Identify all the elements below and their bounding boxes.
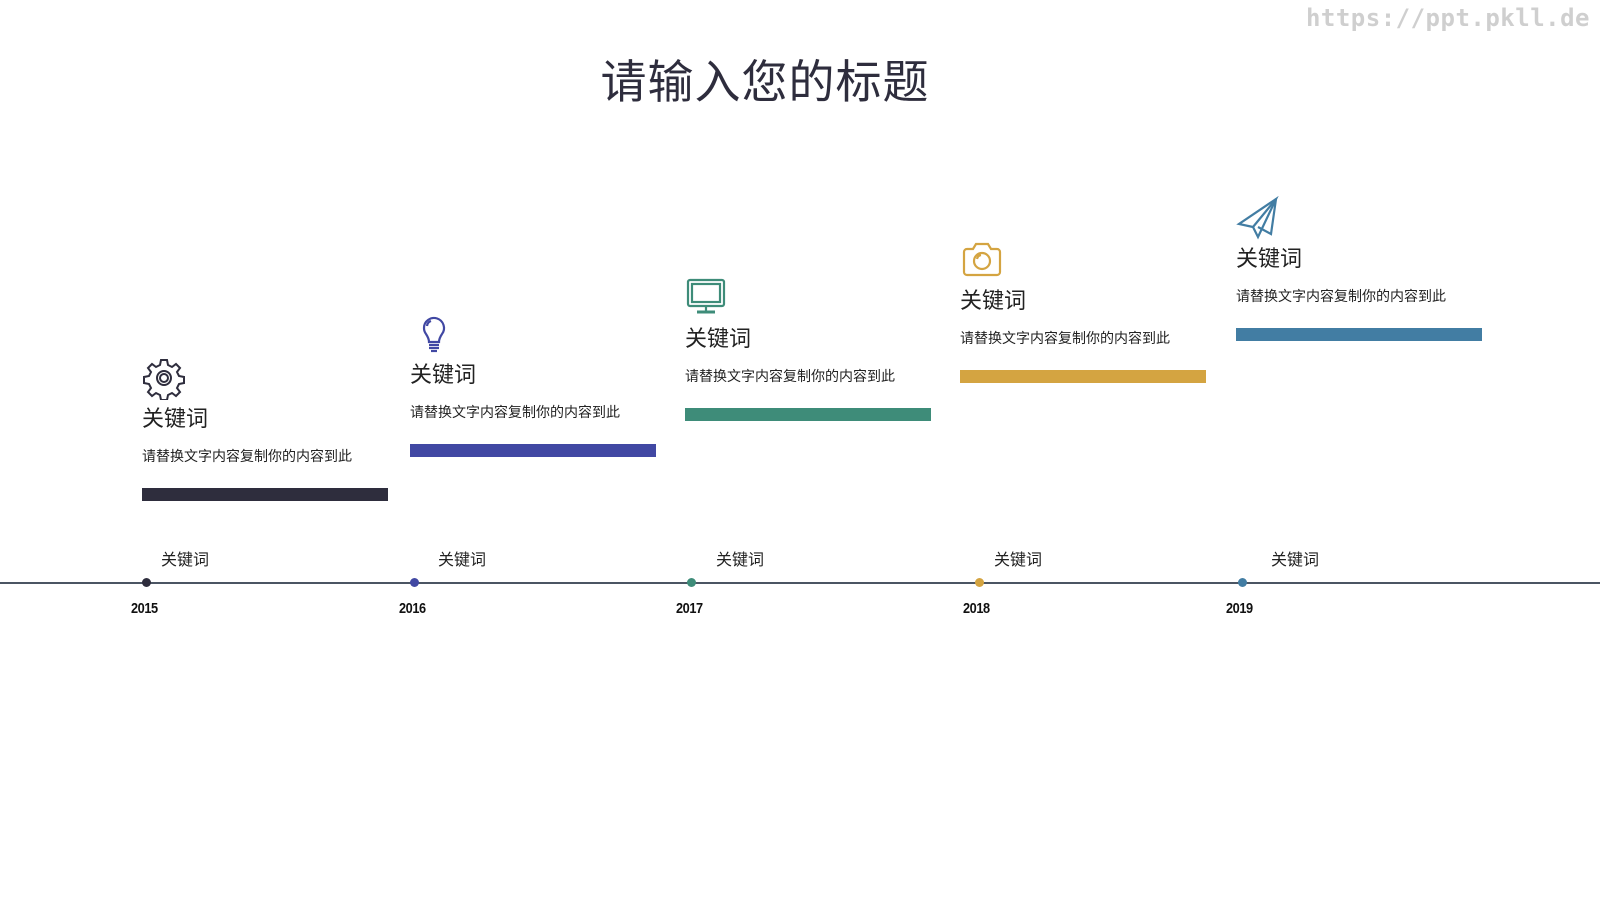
gear-icon bbox=[143, 359, 185, 400]
stage-2015: 关键词 请替换文字内容复制你的内容到此 bbox=[142, 356, 402, 501]
stage-2016: 关键词 请替换文字内容复制你的内容到此 bbox=[410, 312, 670, 457]
stage-description: 请替换文字内容复制你的内容到此 bbox=[142, 449, 352, 465]
year-label: 2016 bbox=[399, 600, 426, 617]
paper-plane-icon bbox=[1236, 196, 1279, 240]
year-label: 2019 bbox=[1226, 600, 1253, 617]
stage-description: 请替换文字内容复制你的内容到此 bbox=[685, 369, 895, 385]
stage-keyword: 关键词 bbox=[1236, 247, 1303, 272]
timeline-keyword: 关键词 bbox=[161, 550, 210, 569]
stage-bar bbox=[960, 370, 1206, 383]
year-label: 2018 bbox=[963, 600, 990, 617]
page-title: 请输入您的标题 bbox=[600, 55, 930, 109]
stage-description: 请替换文字内容复制你的内容到此 bbox=[1236, 289, 1446, 305]
stage-keyword: 关键词 bbox=[142, 407, 209, 432]
monitor-icon bbox=[686, 278, 726, 314]
timeline-keyword: 关键词 bbox=[994, 550, 1043, 569]
timeline-axis bbox=[0, 582, 1600, 584]
timeline-dot-2017 bbox=[687, 578, 696, 587]
stage-2018: 关键词 请替换文字内容复制你的内容到此 bbox=[960, 238, 1220, 383]
lightbulb-icon bbox=[422, 316, 446, 353]
stage-bar bbox=[410, 444, 656, 457]
stage-description: 请替换文字内容复制你的内容到此 bbox=[960, 331, 1170, 347]
stage-2017: 关键词 请替换文字内容复制你的内容到此 bbox=[685, 276, 945, 421]
stage-bar bbox=[685, 408, 931, 421]
timeline-dot-2015 bbox=[142, 578, 151, 587]
year-label: 2015 bbox=[131, 600, 158, 617]
timeline-keyword: 关键词 bbox=[716, 550, 765, 569]
year-label: 2017 bbox=[676, 600, 703, 617]
timeline-dot-2016 bbox=[410, 578, 419, 587]
timeline-dot-2018 bbox=[975, 578, 984, 587]
timeline-keyword: 关键词 bbox=[1271, 550, 1320, 569]
stage-bar bbox=[1236, 328, 1482, 341]
stage-keyword: 关键词 bbox=[960, 289, 1027, 314]
stage-keyword: 关键词 bbox=[685, 327, 752, 352]
stage-keyword: 关键词 bbox=[410, 363, 477, 388]
stage-2019: 关键词 请替换文字内容复制你的内容到此 bbox=[1236, 196, 1496, 341]
stage-description: 请替换文字内容复制你的内容到此 bbox=[410, 405, 620, 421]
camera-icon bbox=[962, 242, 1002, 277]
timeline-keyword: 关键词 bbox=[438, 550, 487, 569]
stage-bar bbox=[142, 488, 388, 501]
watermark: https://ppt.pkll.de bbox=[1305, 4, 1590, 32]
timeline-dot-2019 bbox=[1238, 578, 1247, 587]
